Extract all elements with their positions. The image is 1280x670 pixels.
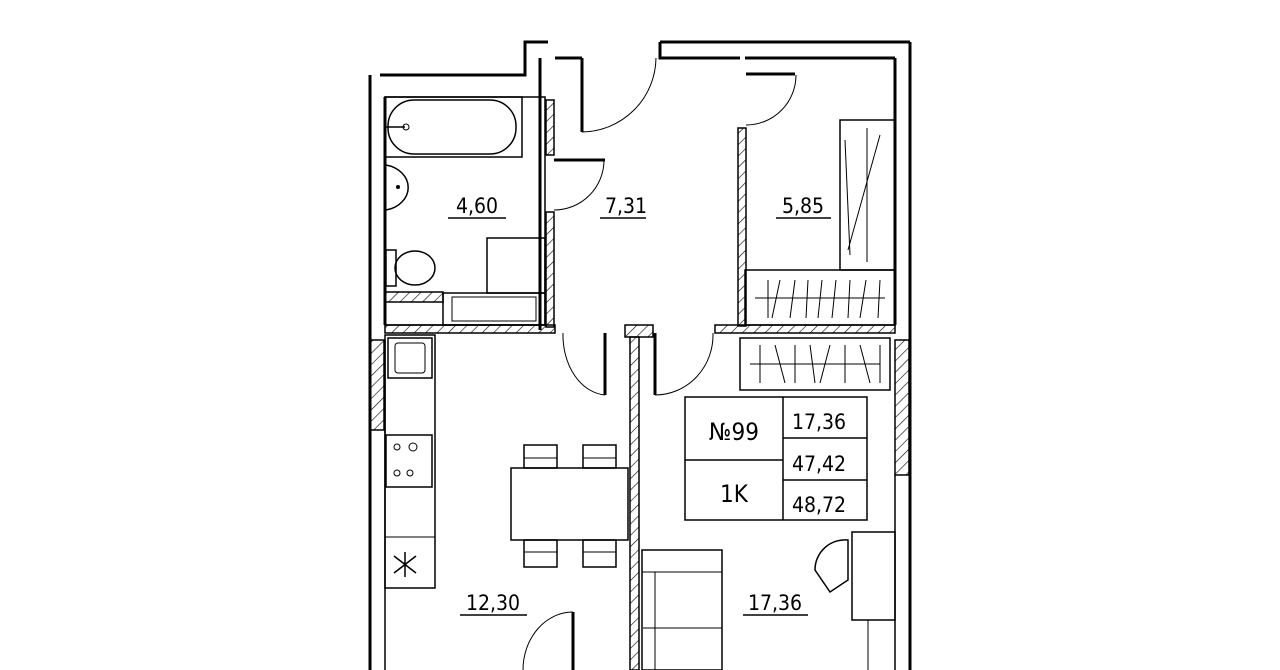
sofa-icon (641, 549, 723, 670)
apartment-number: №99 (709, 418, 759, 446)
apartment-info-table: №99 1K 17,36 47,42 48,72 (684, 396, 868, 521)
room-labels: 4,60 7,31 5,85 12,30 17,36 (448, 194, 831, 616)
inner-walls (369, 96, 910, 670)
desk-chair-icon (814, 531, 896, 670)
living-area: 17,36 (792, 410, 846, 434)
apartment-type: 1K (720, 480, 749, 508)
boiler-icon (393, 552, 417, 577)
room-area-bathroom: 4,60 (456, 194, 498, 218)
dining-table-icon (510, 444, 629, 568)
toilet-icon (385, 249, 436, 287)
bathtub-icon (384, 96, 523, 158)
outer-walls (368, 40, 912, 670)
doors (522, 57, 797, 670)
room-area-storage: 5,85 (782, 194, 824, 218)
kitchen-counter-icon (384, 334, 436, 589)
room-area-living-room: 17,36 (748, 591, 802, 615)
room-area-hall: 7,31 (605, 194, 647, 218)
washing-machine-icon (442, 237, 546, 326)
wardrobe-icon (739, 119, 896, 391)
room-area-kitchen: 12,30 (466, 591, 520, 615)
sink-icon (385, 164, 409, 211)
total-area-with-balcony: 48,72 (792, 493, 846, 517)
total-area: 47,42 (792, 452, 846, 476)
